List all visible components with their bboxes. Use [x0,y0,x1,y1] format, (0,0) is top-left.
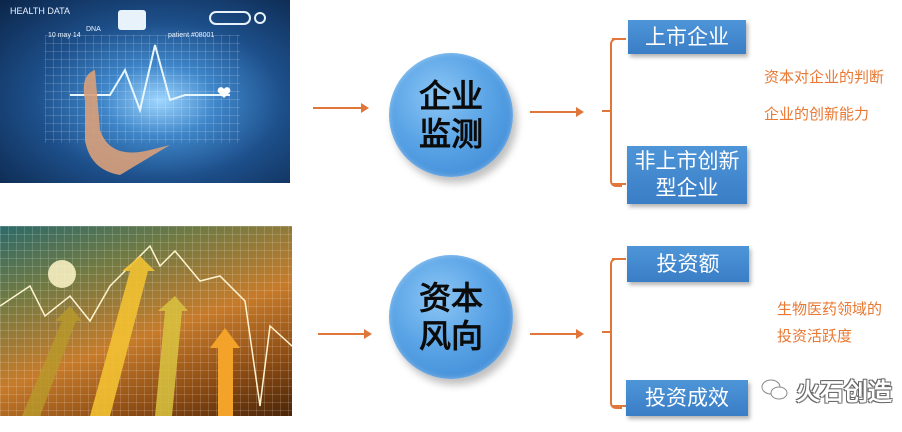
bracket-tick [612,38,626,40]
output-arrow-1 [530,107,584,117]
investment-amount-box[interactable]: 投资额 [627,246,749,282]
heartbeat-line-icon [70,10,266,175]
health-data-label: HEALTH DATA [10,6,71,16]
circle-line: 监测 [418,115,483,153]
enterprise-monitoring-node[interactable]: 企业监测 [389,53,513,177]
box-label: 非上市创新 [634,149,740,173]
wechat-icon [761,379,788,399]
capital-trend-node[interactable]: 资本风向 [389,255,513,379]
input-arrow-2 [318,329,372,339]
investment-effectiveness-box[interactable]: 投资成效 [626,380,748,416]
note-capital-judgment: 资本对企业的判断 [764,68,885,86]
circle-line: 企业 [418,77,483,115]
box-label: 型企业 [655,176,719,200]
output-arrow-2 [530,329,584,339]
note-biomed-field: 生物医药领域的 [777,300,883,318]
note-investment-activity: 投资活跃度 [777,327,853,345]
bracket-tick [612,183,626,185]
bracket-tick [602,110,610,112]
watermark: 火石创造 [760,372,892,407]
health-data-image: HEALTH DATA DNA patient #08001 10 may 14 [0,0,290,183]
watermark-text: 火石创造 [796,378,892,406]
bracket-tick [602,331,610,333]
circle-line: 资本 [418,279,483,317]
rising-arrows-icon [0,244,292,416]
box-label: 投资额 [656,251,720,276]
bracket-tick [612,405,626,407]
bracket-2 [610,258,622,409]
patient-label: patient #08001 [168,32,215,39]
dna-label: DNA [86,26,101,33]
unlisted-innovative-enterprise-box[interactable]: 非上市创新 型企业 [627,146,747,204]
circle-line: 风向 [418,317,483,355]
listed-enterprise-box[interactable]: 上市企业 [628,20,746,54]
input-arrow-1 [313,103,369,113]
note-innovation-capability: 企业的创新能力 [764,105,870,123]
bracket-1 [610,38,622,187]
finance-arrows-image [0,226,292,416]
box-label: 投资成效 [645,385,729,410]
box-label: 上市企业 [645,24,729,49]
bracket-tick [612,258,626,260]
grid-overlay [45,35,240,143]
date-label: 10 may 14 [48,32,81,39]
